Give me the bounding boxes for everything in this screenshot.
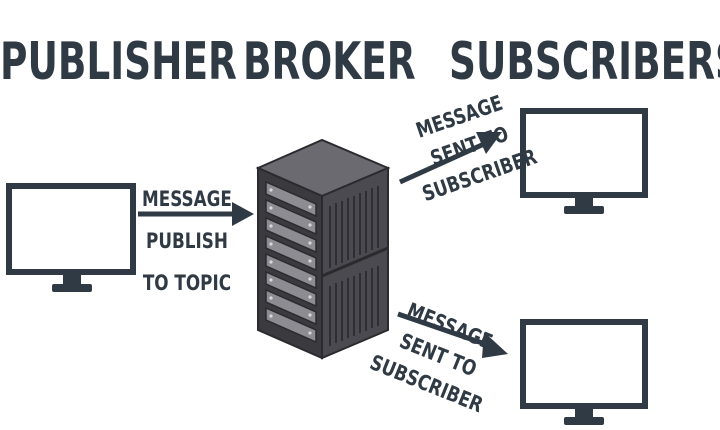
subscriber-monitor-bottom-icon xyxy=(520,319,648,425)
send-arrow-top-icon xyxy=(398,132,502,185)
send-arrow-bottom-icon xyxy=(397,311,508,358)
publisher-heading: PUBLISHER xyxy=(0,32,237,92)
publish-label-line-1: MESSAGE xyxy=(142,187,232,211)
subscribers-heading: SUBSCRIBERS xyxy=(449,32,720,92)
publish-label-line-2: PUBLISH xyxy=(146,229,228,253)
publish-label-line-3: TO TOPIC xyxy=(142,271,232,295)
publish-arrow-icon xyxy=(138,202,254,226)
broker-heading: BROKER xyxy=(243,32,416,92)
broker-server-rack-icon xyxy=(255,138,391,360)
publisher-monitor-icon xyxy=(6,183,136,292)
subscriber-monitor-top-icon xyxy=(520,108,648,214)
publish-label: MESSAGE PUBLISH TO TOPIC xyxy=(142,178,232,304)
